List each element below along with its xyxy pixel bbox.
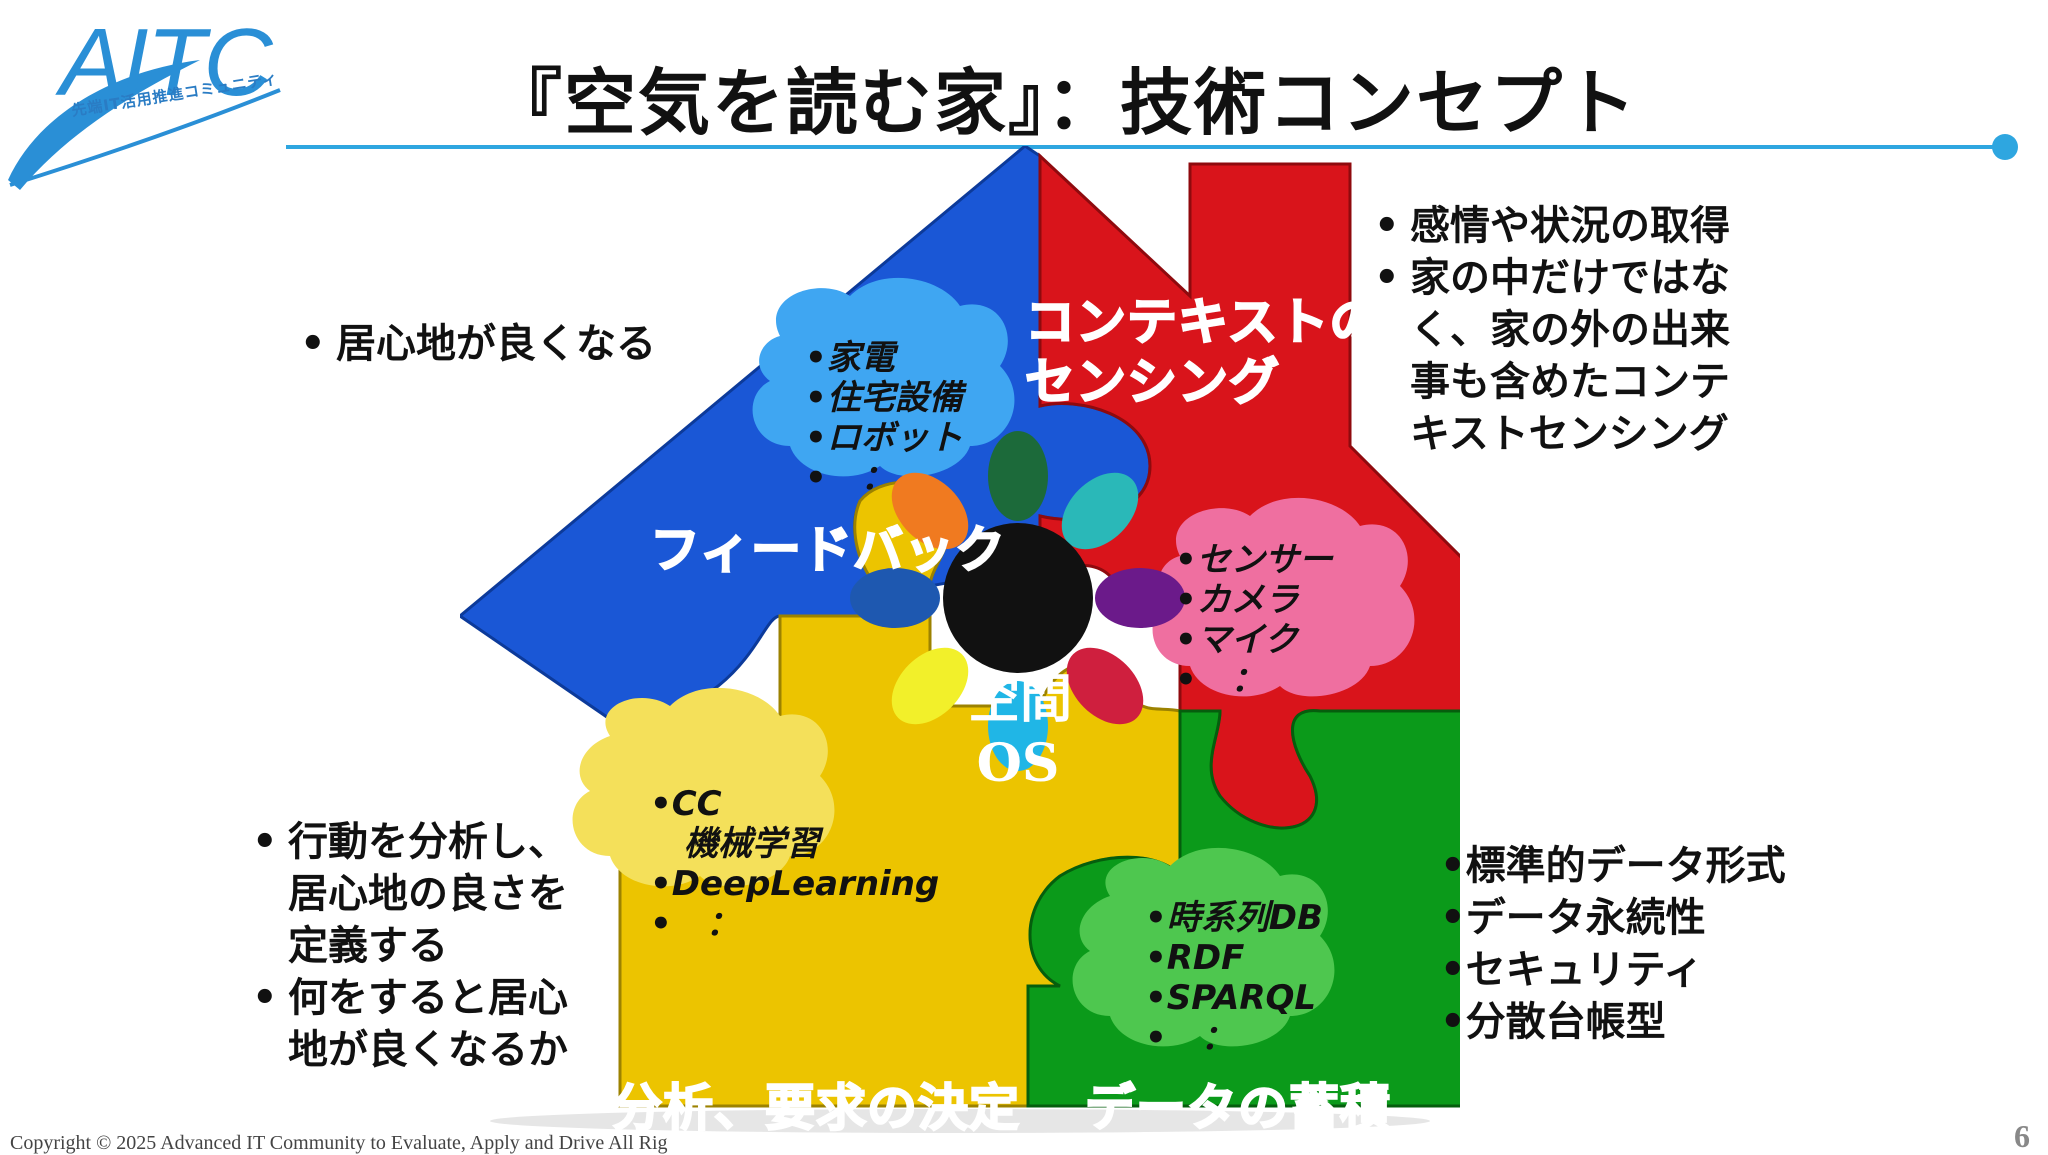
cloud-text-analysis: •CC 機械学習 •DeepLearning • ： bbox=[650, 784, 939, 944]
cloud-analysis bbox=[572, 687, 835, 887]
list-item: •標準的データ形式 bbox=[1440, 843, 1786, 889]
space-os-line1: 空間 bbox=[968, 669, 1073, 730]
cloud-item: •時系列DB bbox=[1145, 898, 1323, 938]
bullet-row: 居心地の良さを bbox=[252, 868, 568, 920]
cloud-item: • ： bbox=[805, 458, 895, 498]
list-item: •データ永続性 bbox=[1440, 895, 1706, 941]
cloud-item: •マイク bbox=[1175, 620, 1299, 660]
cloud-item: •ロボット bbox=[805, 418, 963, 458]
label-storage: データの蓄積 bbox=[1084, 1078, 1391, 1138]
cloud-item: •DeepLearning bbox=[650, 864, 940, 904]
aitc-logo: AITC 先端IT活用推進コミュニティ bbox=[0, 0, 300, 190]
cloud-item: •家電 bbox=[805, 338, 895, 378]
cloud-item: 機械学習 bbox=[650, 824, 820, 864]
cloud-item: • ： bbox=[1175, 660, 1265, 700]
bullet-text: 何をすると居心 bbox=[288, 975, 568, 1021]
cloud-item: • ： bbox=[1145, 1018, 1235, 1058]
left-top-bullets: •居心地が良くなる bbox=[300, 318, 656, 370]
label-context-line2: センシング bbox=[1024, 352, 1280, 412]
cloud-item: • ： bbox=[650, 904, 740, 944]
cloud-item: •RDF bbox=[1145, 938, 1245, 978]
bullet-row: 定義する bbox=[252, 920, 568, 972]
bullet-text: 定義する bbox=[288, 923, 448, 969]
label-analysis: 分析、要求の決定 bbox=[611, 1078, 1020, 1138]
cloud-item: •センサー bbox=[1175, 540, 1333, 580]
label-feedback: フィードバック bbox=[649, 520, 1006, 580]
logo-swoosh-icon bbox=[8, 60, 281, 190]
page-number: 6 bbox=[2014, 1118, 2030, 1154]
cloud-item: •住宅設備 bbox=[805, 378, 963, 418]
cloud-item: •CC bbox=[650, 784, 722, 824]
bullet-text: 地が良くなるか bbox=[288, 1027, 568, 1073]
bullet-row: •何をすると居心 bbox=[252, 975, 568, 1021]
bullet-text: 家の中だけではな bbox=[1410, 255, 1730, 301]
cloud-text-context: •センサー •カメラ •マイク • ： bbox=[1175, 540, 1333, 700]
cloud-item: •カメラ bbox=[1175, 580, 1299, 620]
bullet-row: 事も含めたコンテ bbox=[1374, 356, 1730, 408]
copyright-footer: Copyright © 2025 Advanced IT Community t… bbox=[10, 1132, 668, 1154]
cloud-text-storage: •時系列DB •RDF •SPARQL • ： bbox=[1145, 898, 1323, 1058]
right-top-bullets: •感情や状況の取得 •家の中だけではな く、家の外の出来 事も含めたコンテ キス… bbox=[1374, 200, 1730, 460]
cloud-storage bbox=[1072, 847, 1335, 1047]
house-shadow bbox=[490, 1109, 1430, 1133]
bullet-text: 居心地の良さを bbox=[288, 871, 568, 917]
bullet-row: 地が良くなるか bbox=[252, 1024, 568, 1076]
label-context-line1: コンテキストの bbox=[1024, 292, 1381, 352]
list-item: •セキュリティ bbox=[1440, 947, 1704, 993]
label-context: コンテキストの センシング bbox=[1024, 292, 1381, 412]
left-bottom-bullets: •行動を分析し、 居心地の良さを 定義する •何をすると居心 地が良くなるか bbox=[252, 816, 568, 1076]
cloud-feedback bbox=[752, 277, 1015, 477]
bullet-row: キストセンシング bbox=[1374, 408, 1730, 460]
space-os-line2: OS bbox=[976, 733, 1060, 794]
bullet-text: キストセンシング bbox=[1410, 411, 1729, 457]
list-item: •分散台帳型 bbox=[1440, 999, 1666, 1045]
bullet-text: 感情や状況の取得 bbox=[1410, 203, 1730, 249]
space-os-label: 空間 OS bbox=[968, 668, 1073, 796]
title-underline bbox=[286, 145, 2006, 149]
bullet-row: •居心地が良くなる bbox=[300, 321, 656, 367]
bullet-text: 事も含めたコンテ bbox=[1410, 359, 1730, 405]
bullet-row: •家の中だけではな bbox=[1374, 255, 1730, 301]
cloud-text-feedback: •家電 •住宅設備 •ロボット • ： bbox=[805, 338, 963, 498]
house-puzzle-diagram bbox=[460, 146, 1460, 1133]
page-title: 『空気を読む家』：技術コンセプト bbox=[490, 61, 1639, 145]
bullet-text: く、家の外の出来 bbox=[1410, 307, 1730, 353]
logo-wordmark: AITC bbox=[60, 9, 273, 116]
right-bottom-list: •標準的データ形式 •データ永続性 •セキュリティ •分散台帳型 bbox=[1440, 840, 1786, 1048]
bullet-text: 居心地が良くなる bbox=[336, 321, 656, 367]
bullet-row: く、家の外の出来 bbox=[1374, 304, 1730, 356]
title-underline-dot bbox=[1992, 134, 2018, 160]
bullet-row: •行動を分析し、 bbox=[252, 819, 568, 865]
bullet-row: •感情や状況の取得 bbox=[1374, 203, 1730, 249]
cloud-item: •SPARQL bbox=[1145, 978, 1317, 1018]
bullet-text: 行動を分析し、 bbox=[288, 819, 568, 865]
space-os-flower bbox=[850, 431, 1185, 771]
cloud-context bbox=[1152, 497, 1415, 697]
